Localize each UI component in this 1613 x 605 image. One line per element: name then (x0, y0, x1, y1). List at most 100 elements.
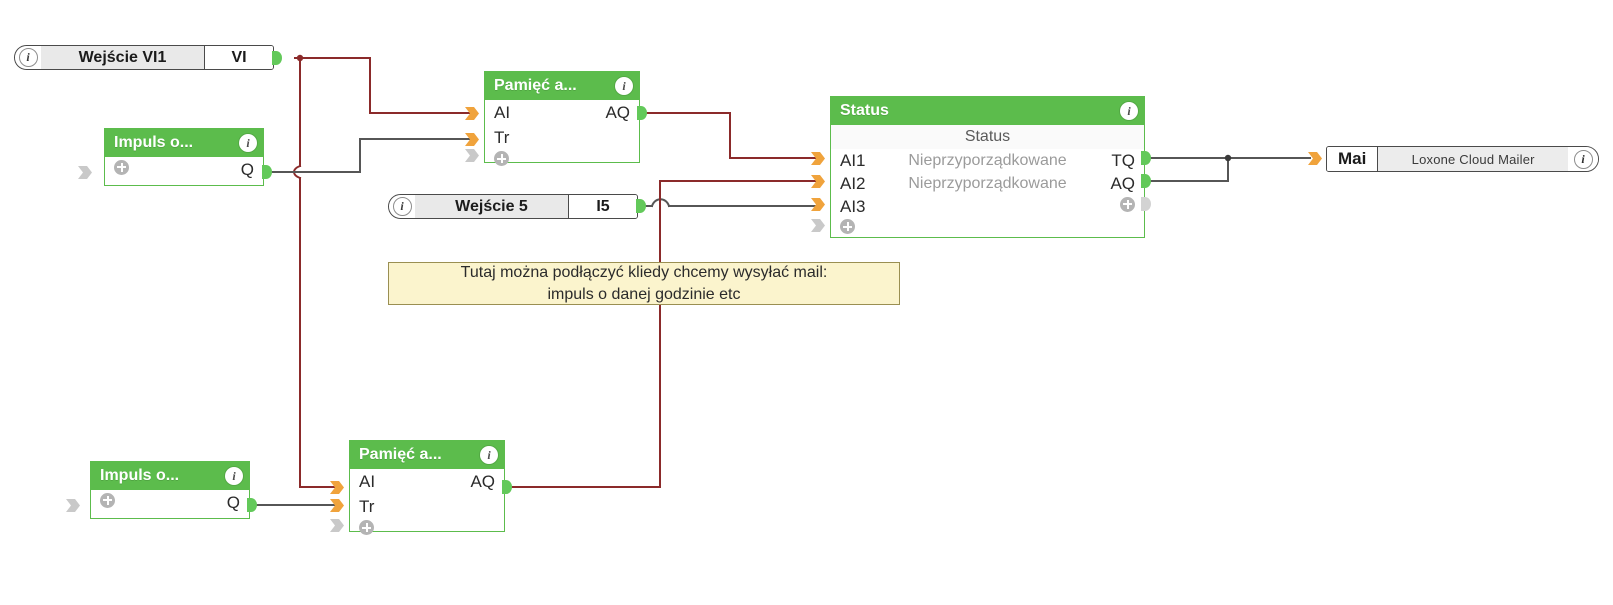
info-icon-glyph: i (392, 197, 412, 216)
info-icon[interactable]: i (480, 446, 498, 464)
block-title: Status (840, 102, 889, 119)
input-assignment-ai2: Nieprzyporządkowane (908, 174, 1067, 192)
block-title: Impuls o... (100, 467, 180, 484)
input-connector-tr[interactable] (330, 498, 344, 513)
info-icon-glyph: i (18, 48, 38, 67)
output-connector-aq[interactable] (1141, 174, 1152, 188)
input-connector-ai[interactable] (330, 480, 344, 495)
input-connector-ai3[interactable] (811, 197, 825, 212)
info-icon[interactable]: i (225, 467, 243, 485)
wire-vi1-to-pamiec-top-ai (294, 57, 471, 114)
add-input-plus[interactable] (359, 520, 374, 540)
info-icon[interactable]: i (1120, 102, 1138, 120)
block-pamiec-bottom[interactable]: Pamięć a... i AI AQ Tr (349, 440, 505, 535)
info-icon[interactable]: i (615, 77, 633, 95)
block-header: Pamięć a... i (485, 72, 639, 100)
info-icon-glyph: i (622, 78, 626, 93)
plus-icon (100, 492, 115, 508)
output-label-aq: AQ (605, 102, 630, 122)
block-body: Q (105, 157, 263, 182)
block-title: Pamięć a... (494, 77, 577, 94)
io-block-name: Wejście VI1 (41, 46, 204, 69)
info-icon-glyph: i (232, 468, 236, 483)
add-input-plus[interactable] (494, 151, 509, 171)
block-title: Impuls o... (114, 134, 194, 151)
output-connector-grey[interactable] (1141, 197, 1152, 211)
add-output-plus[interactable] (1101, 196, 1135, 217)
block-body: AI AQ Tr (485, 100, 639, 172)
block-output-label: Q (240, 159, 254, 179)
output-connector-green[interactable] (272, 51, 283, 65)
block-row-add[interactable] (485, 150, 639, 172)
add-input-plus[interactable] (100, 492, 115, 513)
wire-pamiec-top-to-status-ai1 (640, 112, 821, 159)
info-icon[interactable]: i (15, 46, 41, 69)
add-input-plus[interactable] (840, 219, 855, 239)
output-connector-green[interactable] (247, 498, 258, 512)
io-block-mailer[interactable]: Mai Loxone Cloud Mailer i (1326, 146, 1599, 172)
input-label-ai1: AI1 (840, 150, 866, 170)
info-icon[interactable]: i (389, 195, 415, 218)
io-block-port[interactable]: I5 (568, 195, 637, 218)
info-icon-glyph: i (246, 135, 250, 150)
output-label-tq: TQ (1111, 150, 1135, 170)
input-connector-grey[interactable] (465, 148, 479, 163)
block-row-ai[interactable]: AI AQ (350, 469, 504, 494)
block-impuls-bottom[interactable]: Impuls o... i Q (90, 461, 250, 519)
output-connector-tq[interactable] (1141, 151, 1152, 165)
block-header: Status i (831, 97, 1144, 125)
input-connector-grey[interactable] (66, 498, 80, 513)
block-status[interactable]: Status i Status AI1 Nieprzyporządkowane … (830, 96, 1145, 238)
block-row[interactable]: Q (105, 157, 263, 182)
block-row-ai2[interactable]: AI2 Nieprzyporządkowane AQ (831, 172, 1144, 195)
add-input-plus[interactable] (114, 159, 129, 180)
wire-pamiec-bottom-to-status-ai2 (505, 180, 821, 488)
input-connector-grey[interactable] (811, 218, 825, 233)
block-row-tr[interactable]: Tr (350, 494, 504, 519)
input-connector-grey[interactable] (78, 165, 92, 180)
block-row-tr[interactable]: Tr (485, 125, 639, 150)
output-connector-green[interactable] (262, 165, 273, 179)
block-row-ai[interactable]: AI AQ (485, 100, 639, 125)
comment-line-2: impuls o danej godzinie etc (547, 285, 741, 303)
info-icon-glyph: i (487, 447, 491, 462)
input-connector-grey[interactable] (330, 518, 344, 533)
input-label-tr: Tr (359, 496, 375, 516)
block-row-ai1[interactable]: AI1 Nieprzyporządkowane TQ (831, 149, 1144, 172)
io-block-port[interactable]: VI (204, 46, 273, 69)
input-connector-ai[interactable] (465, 106, 479, 121)
block-row-add[interactable] (831, 218, 1144, 240)
block-output-label: Q (226, 492, 240, 512)
comment-note[interactable]: Tutaj można podłączyć kliedy chcemy wysy… (388, 262, 900, 305)
block-pamiec-top[interactable]: Pamięć a... i AI AQ Tr (484, 71, 640, 166)
input-connector-mailer[interactable] (1308, 151, 1322, 166)
input-connector-ai1[interactable] (811, 151, 825, 166)
plus-icon (840, 219, 855, 234)
block-row[interactable]: Q (91, 490, 249, 515)
wire-impuls-top-to-pamiec-top-tr (262, 138, 471, 173)
input-connector-ai2[interactable] (811, 174, 825, 189)
plus-icon (359, 520, 374, 535)
block-subtitle: Status (831, 125, 1144, 149)
block-row-ai3[interactable]: AI3 (831, 195, 1144, 218)
output-connector-green[interactable] (636, 199, 647, 213)
info-icon[interactable]: i (1568, 147, 1598, 171)
input-connector-tr[interactable] (465, 132, 479, 147)
output-connector-green[interactable] (502, 480, 513, 494)
block-impuls-top[interactable]: Impuls o... i Q (104, 128, 264, 186)
input-label-ai3: AI3 (840, 196, 866, 216)
output-connector-green[interactable] (637, 106, 648, 120)
input-label-ai: AI (494, 102, 511, 122)
output-label-aq: AQ (1110, 173, 1135, 193)
block-body: Q (91, 490, 249, 515)
output-label-aq: AQ (470, 471, 495, 491)
plus-icon (494, 151, 509, 166)
block-header: Impuls o... i (91, 462, 249, 490)
info-icon[interactable]: i (239, 134, 257, 152)
io-block-name: Wejście 5 (415, 195, 568, 218)
wire-junction-mailer (1224, 154, 1232, 162)
io-block-wejscie-vi1[interactable]: i Wejście VI1 VI (14, 45, 274, 70)
block-row-add[interactable] (350, 519, 504, 541)
io-block-wejscie-5[interactable]: i Wejście 5 I5 (388, 194, 638, 219)
